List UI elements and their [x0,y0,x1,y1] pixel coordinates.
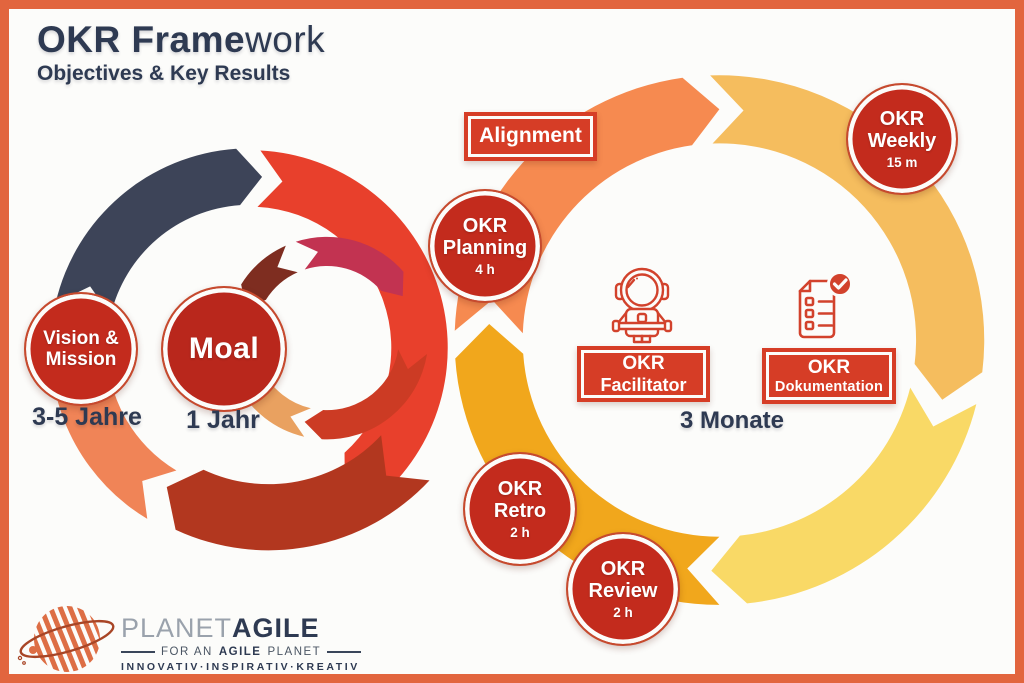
tagline-rule-right [327,651,362,653]
moal-label: Moal [188,332,260,366]
okr-facilitator-box: OKR Facilitator [577,346,710,402]
tagline-post: PLANET [267,646,322,658]
alignment-box: Alignment [464,112,597,161]
tagline-rule-left [121,651,155,653]
astronaut-icon [611,267,673,344]
facilitator-line1: OKR [622,352,665,374]
ring-segment-inner_red [304,349,428,440]
ring-segment-amber [455,323,720,605]
okr-review-circle: OKR Review 2 h [566,532,680,646]
brand-name: PLANETAGILE [121,615,361,642]
vision-mission-circle: Vision & Mission [24,292,138,406]
vision-line1: Vision & [43,327,119,349]
title-line: OKR Framework [37,19,326,60]
weekly-line1: OKR [879,107,925,130]
tagline-bold: AGILE [218,646,262,658]
retro-line1: OKR [497,477,543,500]
subtitle: Objectives & Key Results [37,61,291,85]
brand-tagline: FOR AN AGILE PLANET [121,646,362,658]
brand-planet: PLANET [121,613,233,643]
alignment-label: Alignment [479,124,582,148]
okr-dokumentation-box: OKR Dokumentation [762,348,896,404]
page-title: OKR Framework Objectives & Key Results [37,19,326,85]
ring-segment-navy [55,148,263,316]
moal-circle: Moal [161,286,287,412]
brand-agile: AGILE [232,613,320,643]
dokumentation-line1: OKR [807,356,851,378]
retro-duration: 2 h [510,525,530,541]
brand-motto: INNOVATIV·INSPIRATIV·KREATIV [121,661,360,673]
okr-planning-circle: OKR Planning 4 h [428,189,542,303]
planning-duration: 4 h [475,262,495,278]
tagline-pre: FOR AN [161,646,213,658]
planning-line1: OKR [462,214,508,237]
ring-segment-yellow [711,387,977,604]
review-line1: OKR [600,557,646,580]
title-light: work [245,19,326,60]
planning-line2: Planning [442,236,528,259]
okr-weekly-circle: OKR Weekly 15 m [846,83,958,195]
planet-icon [17,596,115,674]
ring-segment-golden [710,75,985,400]
ring-segment-brick [166,435,430,551]
retro-line2: Retro [493,499,547,522]
moal-duration-label: 1 Jahr [186,406,260,434]
vision-line2: Mission [45,349,117,370]
review-line2: Review [588,579,658,602]
vision-duration-label: 3-5 Jahre [32,403,142,431]
ring-segment-maroon [241,245,298,308]
cycle-duration-label: 3 Monate [679,407,784,434]
weekly-line2: Weekly [867,129,937,152]
ring-segment-red [257,150,448,495]
ring-segment-crimson [295,236,404,297]
logo-text-block: PLANETAGILE FOR AN AGILE PLANET INNOVATI… [121,615,362,673]
okr-retro-circle: OKR Retro 2 h [463,452,577,566]
checklist-icon [798,271,853,339]
title-bold: OKR Frame [37,19,246,60]
facilitator-line2: Facilitator [600,374,687,395]
dokumentation-line2: Dokumentation [774,378,884,395]
weekly-duration: 15 m [886,155,918,171]
review-duration: 2 h [613,605,633,621]
